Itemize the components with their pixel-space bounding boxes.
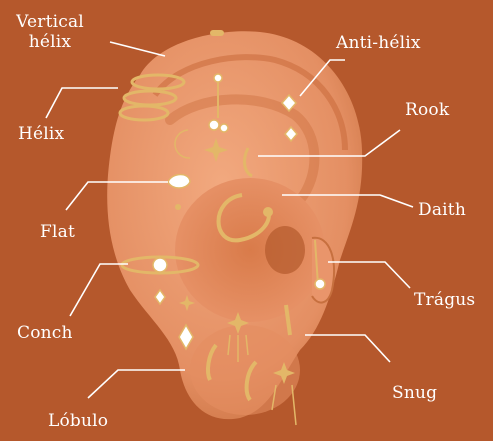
rook-bar-icon <box>243 147 253 178</box>
leader-conch <box>69 263 128 317</box>
chain-icon <box>245 334 249 356</box>
leader-lobule <box>87 369 185 399</box>
tragus-stud-icon <box>314 239 319 286</box>
stud-icon <box>314 278 326 290</box>
daith-hoop-icon <box>216 193 271 243</box>
label-snug: Snug <box>392 383 438 403</box>
antihelix-fold <box>165 94 320 205</box>
leader-anti-helix <box>299 59 345 97</box>
leader-tragus <box>328 261 411 289</box>
leader-vertical-helix <box>109 41 166 57</box>
lobe-hoop-icon <box>244 360 258 402</box>
leader-flat <box>65 181 168 211</box>
leader-lines <box>45 41 414 399</box>
leader-snug <box>305 334 391 363</box>
chain-icon <box>291 384 297 426</box>
lobe-shade <box>190 325 300 415</box>
stud-icon <box>263 207 273 217</box>
label-lobule: Lóbulo <box>48 411 109 431</box>
star-icon <box>179 295 195 311</box>
star-icon <box>273 362 295 384</box>
concha-bowl <box>175 178 325 322</box>
stud-icon <box>281 93 297 113</box>
chain-icon <box>227 334 231 356</box>
stud-icon <box>284 125 298 143</box>
label-helix: Hélix <box>18 124 65 144</box>
leader-rook <box>258 129 401 157</box>
label-vertical-helix: Vertical hélix <box>2 12 98 52</box>
earring-icon <box>178 323 194 351</box>
chain-icon <box>271 384 277 411</box>
star-icon <box>227 312 249 334</box>
flat-stud-icon <box>167 173 191 189</box>
label-anti-helix: Anti-hélix <box>336 33 421 53</box>
hoop-icon <box>130 73 186 91</box>
label-rook: Rook <box>405 100 450 120</box>
stud-icon <box>154 288 166 306</box>
crescent-moon-icon <box>174 129 191 159</box>
leader-daith <box>282 194 414 208</box>
stud-icon <box>219 123 229 133</box>
helix-rim-shadow <box>152 54 348 151</box>
label-vertical-helix-line2: hélix <box>28 32 72 52</box>
label-conch: Conch <box>17 323 73 343</box>
lobe-hoop-icon <box>206 343 218 381</box>
label-tragus: Trágus <box>414 290 476 310</box>
label-vertical-helix-line1: Vertical <box>16 12 84 32</box>
stud-icon <box>175 204 181 210</box>
jewelry <box>118 30 326 426</box>
snug-bar-icon <box>284 304 292 336</box>
label-flat: Flat <box>40 222 75 242</box>
label-daith: Daith <box>418 200 466 220</box>
hoop-icon <box>118 104 170 122</box>
vertical-helix-stud-icon <box>210 30 224 36</box>
stud-icon <box>152 257 168 273</box>
star-icon <box>204 138 228 162</box>
conch-ring-icon <box>120 255 200 275</box>
ear-canal <box>265 226 305 274</box>
leader-helix <box>45 87 118 119</box>
stud-icon <box>208 119 220 131</box>
stud-icon <box>213 73 223 83</box>
